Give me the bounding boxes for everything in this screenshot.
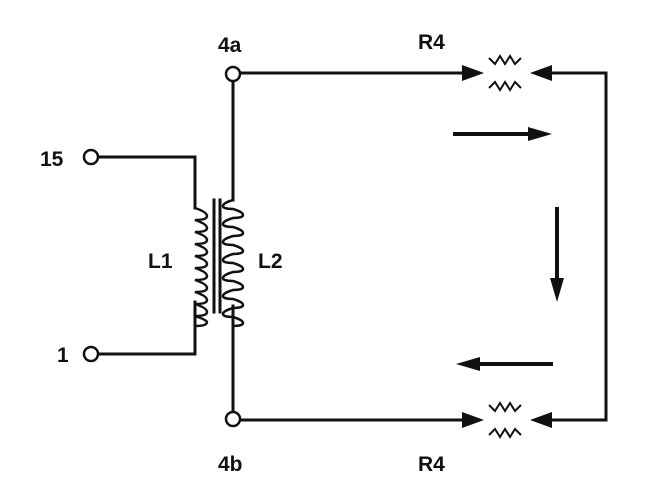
primary-coil-l1 — [194, 206, 209, 328]
top-electrode-left — [462, 65, 484, 81]
top-electrode-right — [530, 65, 552, 81]
terminal-15-label: 15 — [40, 148, 64, 171]
bottom-electrode-right — [530, 412, 552, 428]
coil-l1-label: L1 — [148, 250, 173, 273]
terminal-4a-icon — [224, 65, 242, 83]
spark-plug-bottom-label: R4 — [418, 453, 445, 476]
terminal-4b-label: 4b — [218, 453, 243, 476]
spark-bottom-icon — [488, 401, 522, 439]
hv-wire-return — [543, 71, 608, 422]
bottom-electrode-left — [462, 412, 484, 428]
terminal-4a-label: 4a — [218, 34, 242, 57]
secondary-coil-l2 — [221, 198, 245, 328]
spark-plug-top-label: R4 — [418, 31, 445, 54]
current-arrow-left-icon — [456, 357, 553, 371]
primary-wire-top — [96, 155, 197, 210]
spark-top-icon — [488, 54, 522, 92]
terminal-4b-icon — [224, 410, 242, 428]
coil-l2-label: L2 — [258, 250, 283, 273]
terminal-1-label: 1 — [57, 344, 69, 367]
current-arrow-down-icon — [550, 207, 564, 302]
current-arrow-right-icon — [453, 127, 552, 141]
primary-wire-bottom — [96, 300, 197, 356]
terminal-15-icon — [82, 148, 100, 166]
terminal-1-icon — [82, 345, 100, 363]
